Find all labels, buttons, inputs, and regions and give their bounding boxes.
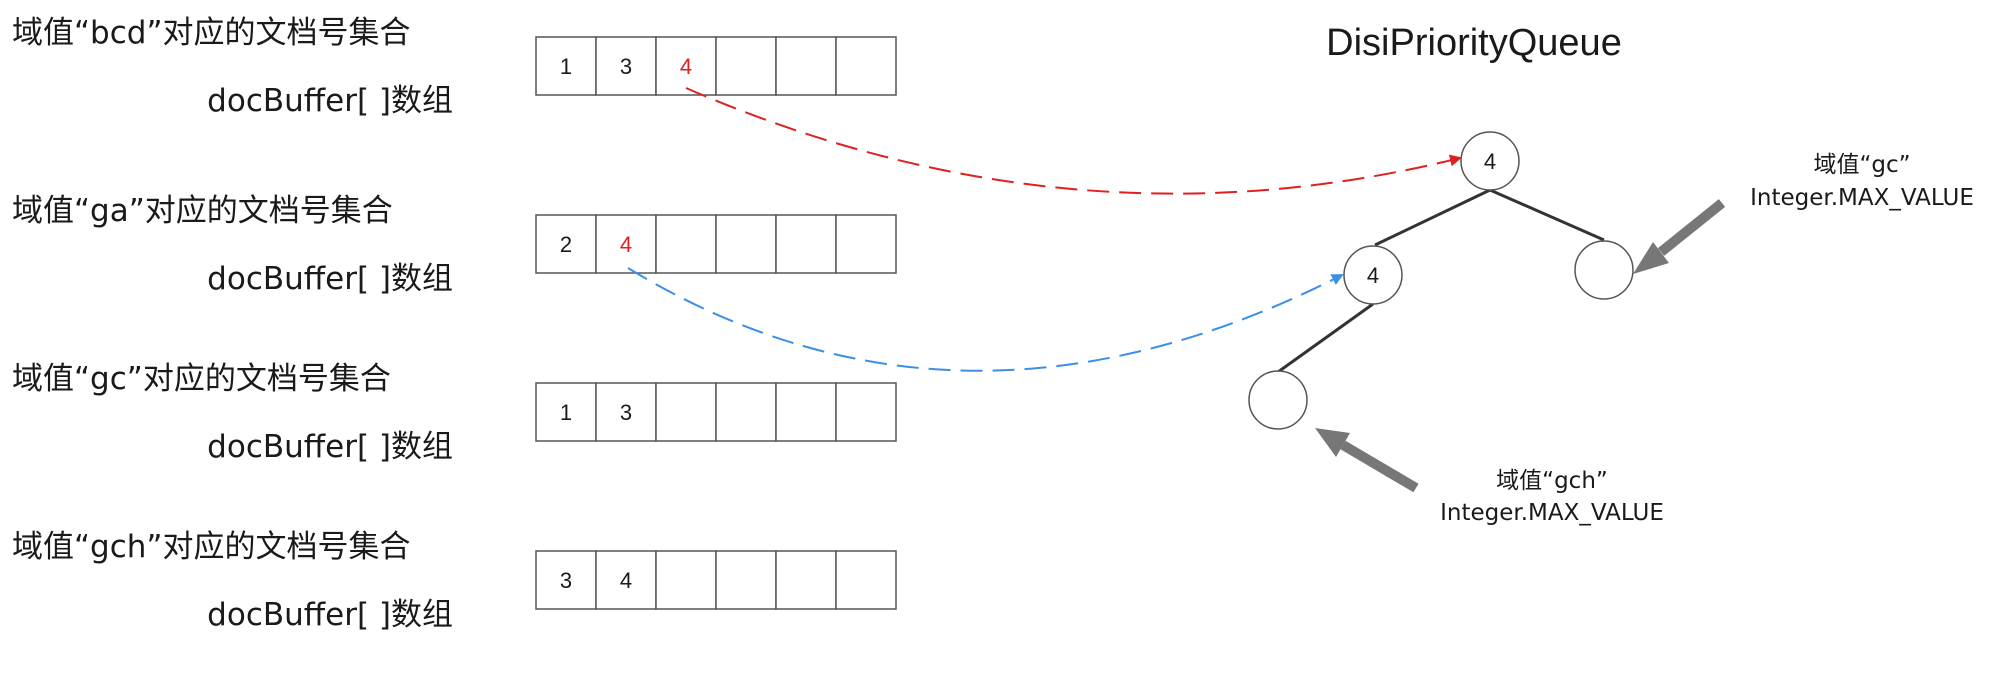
buffer-cell bbox=[655, 550, 717, 610]
row-0-sub: docBuffer[ ]数组 bbox=[207, 83, 453, 119]
doc-buffer-row: 1 3 4 bbox=[535, 36, 897, 96]
node-root-label: 4 bbox=[1484, 149, 1496, 174]
buffer-cell-value: 4 bbox=[620, 232, 632, 257]
edge-left-leftleft bbox=[1277, 302, 1374, 374]
buffer-cell bbox=[715, 214, 777, 274]
red-dashed-arrow bbox=[685, 87, 1462, 195]
buffer-cell-value: 1 bbox=[560, 400, 572, 425]
row-1-sub: docBuffer[ ]数组 bbox=[207, 261, 453, 297]
node-right bbox=[1574, 240, 1634, 300]
buffer-cell-value: 3 bbox=[560, 568, 572, 593]
row-2-title: 域值“gc”对应的文档号集合 bbox=[12, 361, 391, 397]
buffer-cell bbox=[835, 382, 897, 442]
buffer-cell bbox=[535, 36, 597, 96]
queue-title: DisiPriorityQueue bbox=[1326, 22, 1622, 64]
buffer-cell bbox=[655, 36, 717, 96]
gch-annotation-line2: Integer.MAX_VALUE bbox=[1440, 500, 1664, 526]
buffer-cell bbox=[655, 214, 717, 274]
node-left bbox=[1343, 245, 1403, 305]
gch-annotation-line1: 域值“gch” bbox=[1496, 468, 1608, 494]
buffer-cell-value: 1 bbox=[560, 54, 572, 79]
node-left-label: 4 bbox=[1367, 263, 1379, 288]
buffer-cell bbox=[775, 550, 837, 610]
row-3-title: 域值“gch”对应的文档号集合 bbox=[12, 529, 411, 565]
gch-pointer-shaft bbox=[1340, 440, 1419, 493]
buffer-cell bbox=[715, 382, 777, 442]
buffer-cell-value: 2 bbox=[560, 232, 572, 257]
buffer-cell bbox=[535, 382, 597, 442]
buffer-cell-value: 3 bbox=[620, 54, 632, 79]
row-2-sub: docBuffer[ ]数组 bbox=[207, 429, 453, 465]
buffer-cell bbox=[715, 36, 777, 96]
buffer-cell bbox=[535, 550, 597, 610]
buffer-cell bbox=[595, 550, 657, 610]
gch-pointer-arrowhead bbox=[1315, 428, 1350, 457]
gc-pointer-arrowhead bbox=[1633, 242, 1669, 274]
buffer-cell-value: 4 bbox=[680, 54, 692, 79]
row-0-title: 域值“bcd”对应的文档号集合 bbox=[12, 15, 411, 51]
gc-pointer-shaft bbox=[1657, 199, 1726, 256]
gc-annotation-line2: Integer.MAX_VALUE bbox=[1750, 185, 1974, 211]
row-1-title: 域值“ga”对应的文档号集合 bbox=[12, 193, 393, 229]
buffer-cell bbox=[775, 36, 837, 96]
gc-annotation-line1: 域值“gc” bbox=[1813, 152, 1910, 178]
edge-root-left bbox=[1374, 188, 1491, 247]
buffer-cell bbox=[775, 214, 837, 274]
buffer-cell bbox=[775, 382, 837, 442]
row-3-sub: docBuffer[ ]数组 bbox=[207, 597, 453, 633]
buffer-cell bbox=[595, 36, 657, 96]
buffer-cell bbox=[835, 36, 897, 96]
buffer-cell-value: 3 bbox=[620, 400, 632, 425]
blue-dashed-arrow bbox=[627, 267, 1344, 372]
buffer-cell-value: 4 bbox=[620, 568, 632, 593]
buffer-cell bbox=[835, 550, 897, 610]
edge-root-right bbox=[1489, 188, 1605, 242]
buffer-cell bbox=[535, 214, 597, 274]
buffer-cell bbox=[655, 382, 717, 442]
buffer-cell bbox=[715, 550, 777, 610]
node-left-left bbox=[1248, 370, 1308, 430]
buffer-cell bbox=[835, 214, 897, 274]
